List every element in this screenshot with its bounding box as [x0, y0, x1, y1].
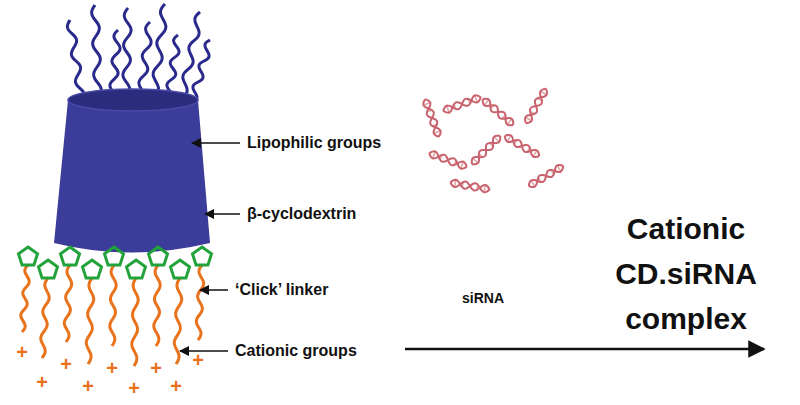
leader-arrow [192, 142, 240, 144]
click-linker [193, 247, 212, 265]
charge-sign: + [82, 375, 94, 398]
cyclodextrin-rim [68, 89, 198, 111]
click-linker [127, 260, 146, 278]
lipophilic-chain [92, 5, 102, 98]
sirna-fragment [429, 151, 467, 169]
cationic-chain [154, 265, 160, 346]
sirna-fragment [525, 89, 547, 124]
lipophilic-chain [192, 40, 210, 103]
reagent-label: siRNA [462, 290, 504, 306]
charge-sign: + [150, 357, 162, 380]
cationic-chain [86, 278, 93, 364]
charge-sign: + [60, 353, 72, 376]
charge-sign: + [106, 357, 118, 380]
sirna-fragment [505, 135, 540, 157]
lipophilic-chain [123, 8, 131, 97]
lipophilic-chain [153, 4, 166, 97]
part-label: β-cyclodextrin [247, 205, 356, 223]
reaction-arrow [405, 348, 764, 351]
lipophilic-chain [182, 12, 200, 98]
click-linker [149, 247, 168, 265]
part-label: Lipophilic groups [247, 134, 381, 152]
leader-arrow [200, 289, 228, 291]
part-label: ‘Click’ linker [235, 281, 328, 299]
leader-arrow [180, 350, 228, 352]
cationic-chain [21, 265, 29, 332]
cationic-chains [21, 265, 204, 366]
click-linker [61, 247, 80, 265]
sirna-fragment [443, 95, 481, 113]
leader-arrow [205, 213, 240, 215]
sirna-fragment [483, 99, 514, 125]
click-linker [171, 260, 190, 278]
sirna-fragment [423, 99, 441, 137]
charge-sign: + [192, 349, 204, 372]
charge-sign: + [170, 375, 182, 398]
click-linker [39, 260, 58, 278]
sirna-fragment [450, 179, 489, 192]
cationic-chain [64, 265, 71, 342]
product-label: Cationic CD.siRNA complex [606, 206, 766, 341]
click-linker [105, 247, 124, 265]
sirna-fragment [529, 165, 564, 187]
cationic-chain [41, 278, 49, 358]
part-label: Cationic groups [235, 342, 357, 360]
sirna-strands [423, 89, 563, 193]
sirna-fragment [472, 136, 500, 164]
cyclodextrin-cone [54, 100, 210, 253]
click-linker [83, 260, 102, 278]
charge-sign: + [36, 371, 48, 394]
cationic-chain [132, 278, 138, 366]
click-linkers [19, 247, 212, 278]
click-linker [19, 247, 38, 265]
lipophilic-chain [67, 20, 84, 102]
cationic-chain [196, 265, 203, 340]
charge-sign: + [128, 377, 140, 400]
charge-sign: + [16, 341, 28, 364]
cationic-chain [110, 265, 116, 346]
